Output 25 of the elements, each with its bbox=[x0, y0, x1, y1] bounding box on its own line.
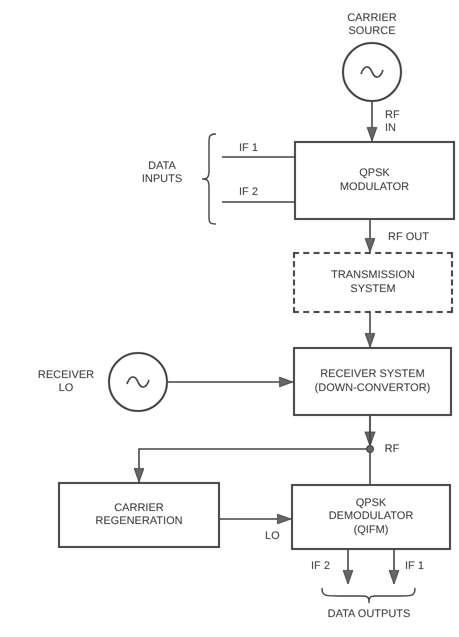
arrow bbox=[364, 220, 376, 252]
block-label: RECEIVER SYSTEM (DOWN-CONVERTOR) bbox=[314, 368, 432, 395]
node-caption: RECEIVER LO bbox=[36, 369, 96, 396]
block bbox=[294, 141, 455, 220]
connector-line bbox=[369, 416, 371, 484]
arrow bbox=[388, 550, 400, 584]
connector-line bbox=[222, 201, 294, 203]
block bbox=[291, 484, 451, 550]
block bbox=[293, 347, 452, 416]
arrow bbox=[366, 102, 378, 142]
arrow bbox=[364, 313, 376, 348]
dashed-block bbox=[293, 252, 453, 313]
block-label: QPSK DEMODULATOR (QIFM) bbox=[328, 497, 414, 537]
connector-line bbox=[222, 156, 294, 158]
signal-label: RF bbox=[384, 443, 400, 456]
signal-label: DATA INPUTS bbox=[140, 160, 184, 186]
arrow bbox=[220, 514, 292, 524]
signal-label: DATA OUTPUTS bbox=[326, 608, 412, 622]
block-label: CARRIER REGENERATION bbox=[94, 502, 184, 528]
block-label: TRANSMISSION SYSTEM bbox=[330, 269, 416, 296]
block-label: QPSK MODULATOR bbox=[338, 167, 410, 194]
block bbox=[58, 482, 220, 548]
arrow bbox=[342, 550, 354, 584]
arrow bbox=[168, 376, 294, 388]
node-caption: CARRIER SOURCE bbox=[346, 12, 398, 38]
